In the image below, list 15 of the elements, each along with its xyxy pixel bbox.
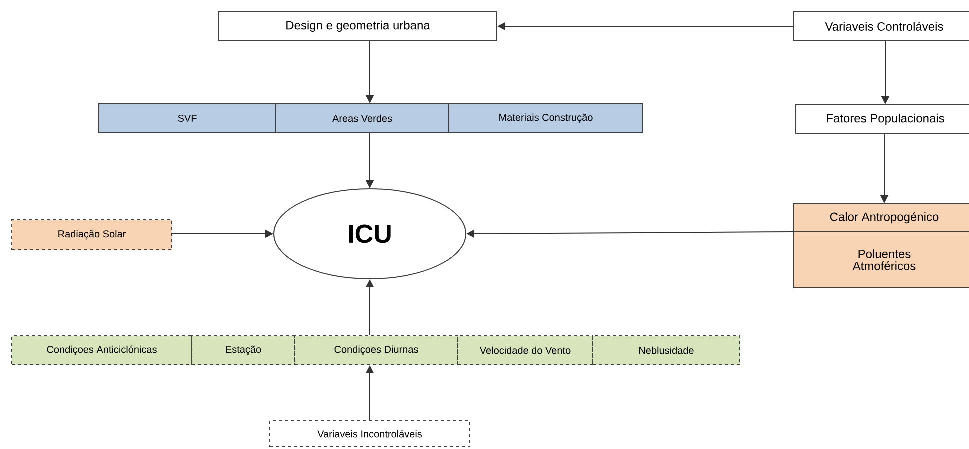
process-box: Calor Antropogénico xyxy=(794,203,969,232)
process-box: Condiçoes Anticiclónicas xyxy=(12,336,192,366)
process-box: Fatores Populacionais xyxy=(796,104,969,134)
process-box: Design e geometria urbana xyxy=(218,12,498,42)
process-box: Condiçoes Diurnas xyxy=(294,336,458,366)
process-box: Velocidade do Vento xyxy=(458,336,594,366)
process-box: Radiação Solar xyxy=(12,219,172,250)
process-box: Materiais Construção xyxy=(448,104,644,134)
node-label: Calor Antropogénico xyxy=(830,212,939,224)
process-box: Areas Verdes xyxy=(276,104,450,134)
process-box: Variaveis Controláveis xyxy=(794,12,969,42)
process-box: SVF xyxy=(98,104,276,134)
process-box: Neblusidade xyxy=(592,336,740,366)
process-box: Variaveis Incontroláveis xyxy=(270,420,470,448)
process-box: Estação xyxy=(192,336,296,366)
